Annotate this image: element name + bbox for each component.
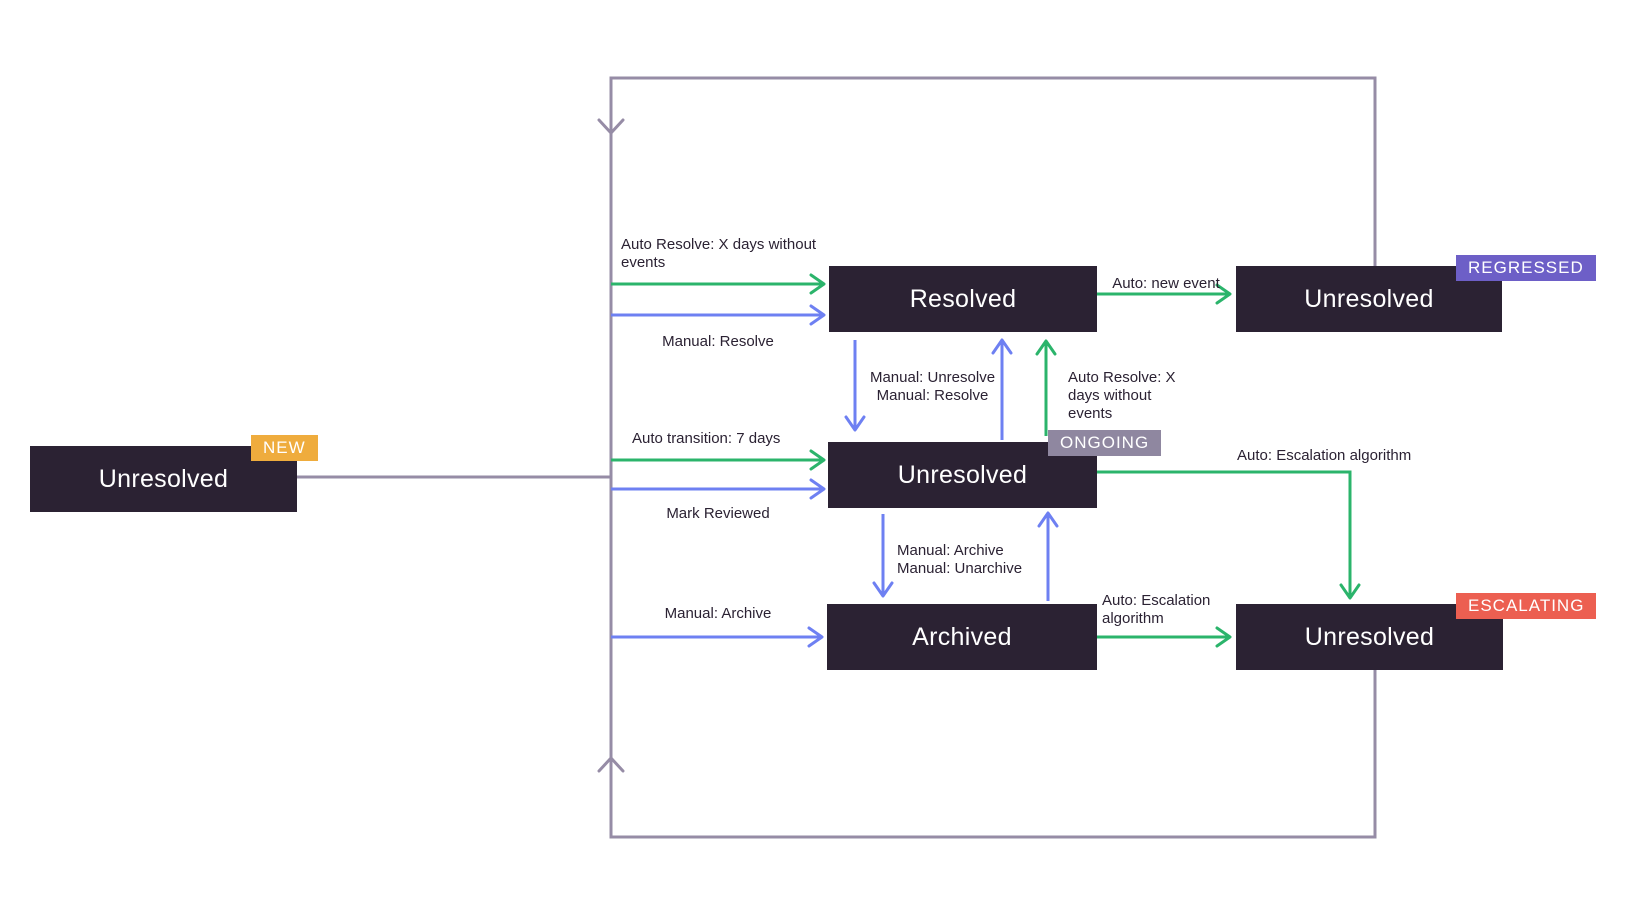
edge-label-auto-transition: Auto transition: 7 days [632, 430, 781, 447]
edge-label-auto-resolve-up: Auto Resolve: X days without events [1068, 369, 1176, 422]
state-box-new: Unresolved [30, 446, 297, 512]
badge-escalating: ESCALATING [1456, 593, 1597, 619]
edge-label-resolve-unresolve-group: Manual: Unresolve Manual: Resolve [860, 369, 1005, 405]
edge-label-manual-archive-mid: Manual: Archive [897, 542, 1004, 559]
loop-arrowhead-down [597, 118, 625, 135]
edge-label-manual-archive-in: Manual: Archive [664, 605, 772, 622]
badge-regressed: REGRESSED [1456, 255, 1596, 281]
edge-label-archive-unarchive-group: Manual: Archive Manual: Unarchive [897, 542, 1057, 578]
loop-path [609, 76, 1377, 839]
arrow-auto-escalation-ongoing [1097, 470, 1361, 600]
badge-ongoing: ONGOING [1048, 430, 1162, 456]
edge-label-auto-escalation-archived: Auto: Escalation algorithm [1102, 592, 1211, 627]
state-box-resolved: Resolved [829, 266, 1097, 332]
edge-label-manual-unarchive: Manual: Unarchive [897, 560, 1023, 577]
edge-label-auto-escalation-ongoing: Auto: Escalation algorithm [1237, 447, 1412, 464]
state-label-archived: Archived [912, 622, 1012, 651]
loop-arrowhead-up [597, 756, 625, 773]
edge-label-auto-resolve-in: Auto Resolve: X days without events [621, 236, 817, 271]
edge-label-manual-unresolve: Manual: Unresolve [869, 369, 996, 386]
state-box-archived: Archived [827, 604, 1097, 670]
badge-new: NEW [251, 435, 318, 461]
edge-label-mark-reviewed: Mark Reviewed [666, 505, 770, 522]
state-label-escalating: Unresolved [1304, 622, 1435, 651]
edge-label-manual-resolve-up: Manual: Resolve [876, 387, 989, 404]
state-label-new: Unresolved [98, 464, 229, 493]
edge-label-auto-new-event: Auto: new event [1112, 275, 1220, 292]
edge-label-manual-resolve-in: Manual: Resolve [662, 333, 774, 350]
state-label-ongoing: Unresolved [897, 460, 1028, 489]
state-label-regressed: Unresolved [1304, 284, 1434, 313]
state-label-resolved: Resolved [909, 284, 1017, 313]
